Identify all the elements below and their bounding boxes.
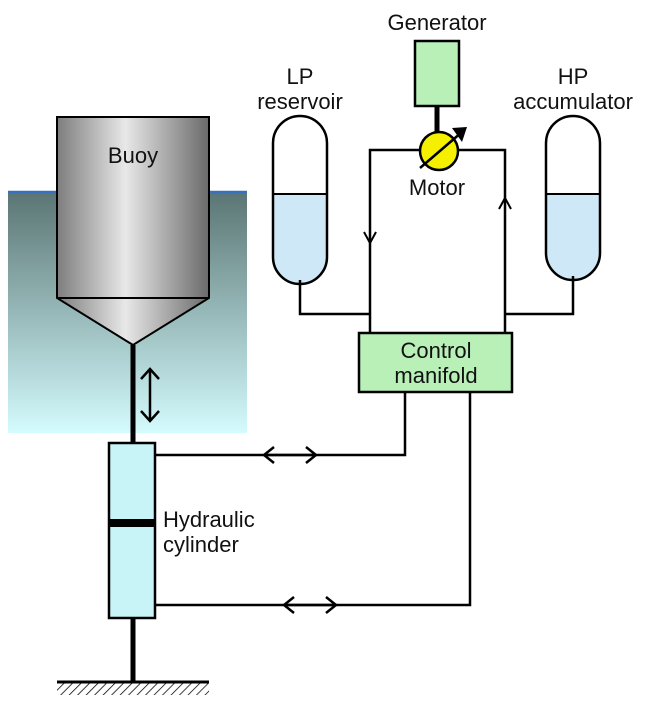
cylinder-label-line1: Hydraulic bbox=[163, 507, 255, 532]
piston-head bbox=[109, 519, 155, 527]
hydraulic-cylinder bbox=[107, 441, 157, 620]
lp-label-line1: LP bbox=[287, 64, 314, 89]
supply-flow-arrowhead bbox=[498, 195, 512, 210]
lp-connection-line bbox=[298, 280, 370, 316]
vertical-motion-arrow bbox=[140, 367, 160, 423]
lower-flow-arrow bbox=[281, 596, 339, 614]
manifold-label-line1: Control bbox=[401, 338, 472, 363]
return-flow-arrowhead bbox=[363, 231, 377, 246]
buoy: Buoy bbox=[56, 116, 210, 347]
upper-hydraulic-line bbox=[155, 392, 407, 457]
lower-hydraulic-line bbox=[155, 392, 472, 607]
lp-reservoir bbox=[271, 114, 329, 286]
manifold-label-line2: manifold bbox=[394, 363, 477, 388]
control-manifold bbox=[357, 331, 514, 394]
motor-return-line bbox=[368, 148, 420, 333]
seabed-ground bbox=[57, 680, 209, 695]
upper-flow-arrow bbox=[261, 446, 319, 464]
generator bbox=[413, 39, 461, 108]
motor-label: Motor bbox=[409, 175, 465, 200]
lp-label-line2: reservoir bbox=[257, 89, 343, 114]
generator-label: Generator bbox=[387, 10, 486, 35]
buoy-label: Buoy bbox=[108, 143, 158, 168]
cylinder-label-line2: cylinder bbox=[163, 532, 239, 557]
hydraulic-motor bbox=[418, 127, 467, 172]
motor-supply-line bbox=[458, 148, 507, 333]
hp-accumulator bbox=[544, 114, 602, 282]
hp-label-line2: accumulator bbox=[513, 89, 633, 114]
hp-connection-line bbox=[505, 276, 575, 316]
hp-label-line1: HP bbox=[558, 64, 589, 89]
